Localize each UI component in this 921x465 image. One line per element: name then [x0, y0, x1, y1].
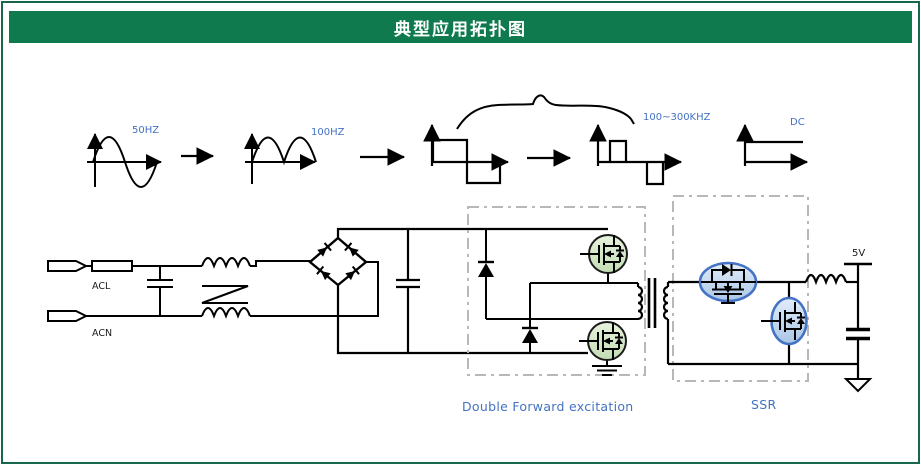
switching-freq-label: 100~300KHZ	[643, 112, 711, 123]
output-voltage-label: 5V	[852, 248, 866, 259]
waveform-dc	[736, 123, 809, 171]
circuit-diagram	[47, 94, 873, 393]
page-title: 典型应用拓扑图	[394, 19, 527, 40]
waveform-pwm	[589, 123, 683, 186]
ssr-stage	[668, 280, 858, 366]
output-filter	[804, 262, 873, 393]
ssr-section-label: SSR	[751, 397, 777, 412]
transformer-core	[647, 278, 657, 328]
forward-section-label: Double Forward excitation	[462, 399, 634, 414]
transformer	[636, 278, 670, 364]
input-terminals	[47, 260, 89, 322]
forward-stage	[478, 229, 638, 376]
primary-winding	[637, 285, 644, 321]
dc-label: DC	[790, 117, 805, 128]
choke-bottom-winding	[201, 307, 251, 319]
waveform-square	[423, 123, 510, 185]
sync-rect-high-symbol	[701, 264, 756, 304]
forward-section-box	[467, 206, 646, 376]
x-capacitor	[147, 279, 173, 288]
secondary-winding	[662, 285, 669, 321]
output-capacitor	[846, 327, 870, 341]
bridge-rectifier	[308, 236, 368, 287]
acl-terminal-label: ACL	[92, 281, 111, 292]
ssr-section-box	[672, 195, 809, 382]
emi-filter	[86, 257, 379, 319]
output-inductor	[804, 273, 848, 286]
rectified-freq-label: 100HZ	[311, 127, 345, 138]
sine-freq-label: 50HZ	[132, 125, 160, 136]
ground-symbol-secondary	[843, 378, 873, 393]
fuse	[91, 260, 133, 272]
bulk-capacitor	[396, 278, 420, 289]
choke-core	[201, 285, 249, 304]
acn-terminal-label: ACN	[92, 328, 113, 339]
title-bar: 典型应用拓扑图	[9, 11, 912, 43]
ground-symbol-primary	[592, 365, 622, 376]
frequency-brace	[456, 94, 635, 130]
clamp-diode-2	[522, 329, 538, 343]
waveform-sine	[87, 133, 162, 188]
dc-bus	[336, 227, 608, 355]
waveform-rectified	[244, 133, 317, 184]
choke-top-winding	[201, 257, 251, 269]
clamp-diode-1	[478, 263, 494, 277]
